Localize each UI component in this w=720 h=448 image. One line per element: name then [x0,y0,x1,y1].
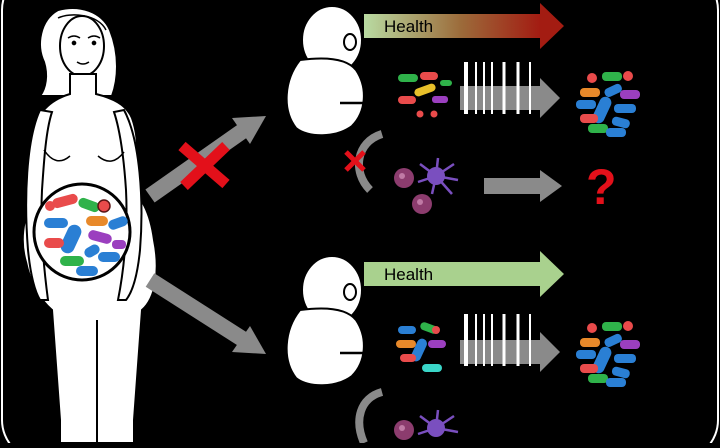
immune-cells-top [394,157,459,214]
unknown-outcome-mark: ? [586,159,617,215]
infant-bacteria-bottom [396,322,446,372]
arrow-to-bottom-pathway [145,273,266,354]
woman-right-arm [112,108,143,301]
immune-cells-bottom [394,409,459,440]
woman-face [59,15,105,77]
immune-curve-arrow-bottom [355,388,384,445]
blocked-transfer-mark-icon [178,141,230,190]
health-gradient-arrow [364,3,564,49]
health-good-arrow [364,251,564,297]
immune-curve-arrow-top [354,130,384,193]
health-label-bottom: Health [384,265,433,284]
infant-bacteria-dense-bottom [576,321,640,387]
infant-bacteria-sparse [398,72,452,118]
woman-face-details [43,14,125,162]
infant-bacteria-dense-top [576,71,640,137]
blocked-immune-mark-icon [344,150,366,172]
barrier-arrow-bottom [460,314,560,372]
health-label-top: Health [384,17,433,36]
fetus-bottom [285,255,365,387]
woman-left-arm [25,108,54,301]
arrow-to-outcome-top [484,170,562,202]
barrier-arrow-top [460,62,560,118]
maternal-bacteria [44,193,128,276]
fetus-top [285,5,365,137]
